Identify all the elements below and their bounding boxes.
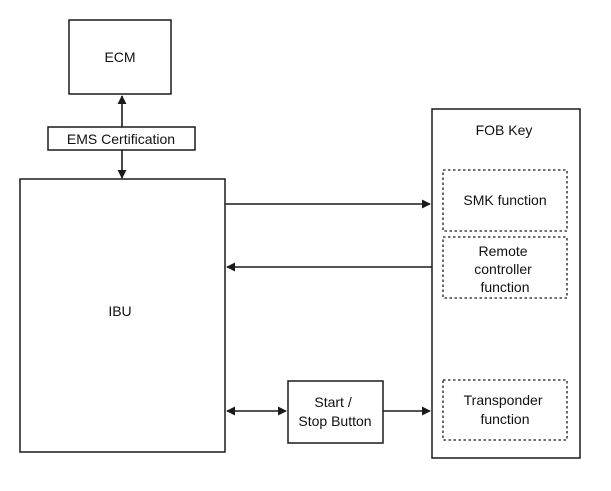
smk-function-label: SMK function [463, 192, 546, 208]
ibu-label: IBU [108, 303, 131, 319]
remote-controller-function-label: Remote controller function [474, 243, 535, 295]
smk-function-node: SMK function [442, 169, 568, 232]
ibu-node: IBU [19, 178, 226, 453]
ecm-node: ECM [68, 19, 172, 95]
remote-label-line-1: Remote [479, 243, 528, 259]
ems-certification-node: EMS Certification [47, 126, 196, 151]
remote-controller-function-node: Remote controller function [442, 236, 568, 299]
transponder-label-line-1: Transponder [464, 392, 543, 408]
ems-certification-label: EMS Certification [67, 131, 175, 147]
ecm-label: ECM [104, 49, 135, 65]
remote-label-line-2: controller [474, 261, 532, 277]
start-stop-button-label: Start / Stop Button [298, 394, 371, 429]
transponder-function-label: Transponder function [464, 392, 547, 427]
start-stop-label-line-2: Stop Button [298, 413, 371, 429]
start-stop-label-line-1: Start / [314, 394, 351, 410]
start-stop-button-node: Start / Stop Button [287, 380, 384, 444]
remote-label-line-3: function [480, 279, 529, 295]
transponder-function-node: Transponder function [442, 379, 568, 441]
fob-key-label: FOB Key [476, 122, 533, 138]
transponder-label-line-2: function [480, 411, 529, 427]
